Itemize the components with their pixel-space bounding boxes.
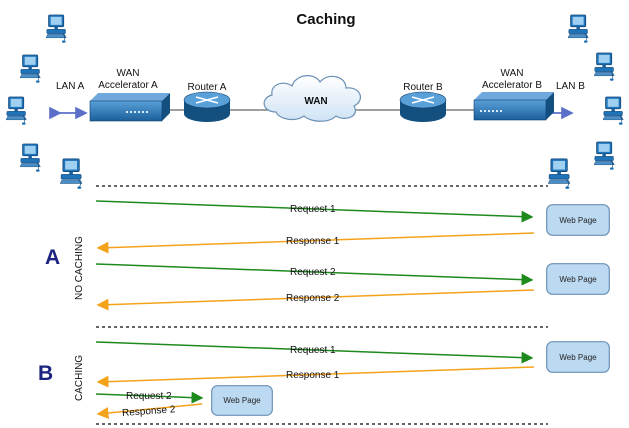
router-b-label: Router B — [403, 82, 443, 93]
lan-b-computers — [548, 14, 624, 189]
accel-b-label-line2: Accelerator B — [482, 80, 542, 91]
section-b-request-2-arrow — [95, 391, 204, 404]
section-a-letter: A — [45, 246, 60, 269]
section-b-response-2-arrow — [96, 403, 203, 419]
cloud-icon — [263, 75, 362, 122]
section-a-response-1-arrow — [96, 232, 535, 254]
accel-a-label-line1: WAN — [117, 68, 140, 79]
section-b-side-label: CACHING — [74, 355, 85, 401]
section-b-letter: B — [38, 362, 53, 385]
computer-icon — [6, 96, 27, 125]
section-b-response-2-label: Response 2 — [122, 404, 176, 419]
section-b-request-1-arrow — [95, 341, 534, 364]
section-b-response-1-label: Response 1 — [286, 370, 340, 381]
accel-b-label-line1: WAN — [501, 68, 524, 79]
diagram-title: Caching — [296, 11, 355, 28]
router-a-label: Router A — [188, 82, 227, 93]
section-a-response-2-label: Response 2 — [286, 293, 340, 304]
router-b-icon — [399, 91, 447, 122]
section-a-request-1-arrow — [95, 200, 534, 223]
lan-a-label: LAN A — [56, 81, 85, 92]
section-a-request-2-arrow — [95, 263, 534, 286]
section-a-response-2-arrow — [96, 289, 535, 311]
router-a-icon — [183, 91, 231, 122]
wan-accelerator-b — [473, 92, 554, 121]
accel-a-label-line2: Accelerator A — [98, 80, 158, 91]
section-b-web-page-1-label: Web Page — [559, 353, 597, 362]
wan-label: WAN — [304, 96, 327, 107]
section-a-side-label: NO CACHING — [74, 236, 85, 300]
computer-icon — [603, 96, 624, 125]
section-a-web-page-2-label: Web Page — [559, 275, 597, 284]
wan-accelerator-a — [89, 93, 170, 122]
lan-a-computers — [6, 14, 83, 189]
section-b-request-1-label: Request 1 — [290, 345, 336, 356]
computer-icon — [594, 52, 615, 81]
section-b-request-2-label: Request 2 — [126, 391, 172, 402]
section-b-response-1-arrow — [96, 366, 535, 388]
computer-icon — [20, 143, 41, 172]
computer-icon — [548, 158, 571, 189]
computer-icon — [568, 14, 589, 43]
section-a-response-1-label: Response 1 — [286, 236, 340, 247]
section-a-request-2-label: Request 2 — [290, 267, 336, 278]
section-a-request-1-label: Request 1 — [290, 204, 336, 215]
section-a-web-page-1-label: Web Page — [559, 216, 597, 225]
computer-icon — [46, 14, 67, 43]
section-b-cached-web-page-label: Web Page — [223, 396, 261, 405]
computer-icon — [60, 158, 83, 189]
computer-icon — [20, 54, 41, 83]
lan-b-label: LAN B — [556, 81, 585, 92]
computer-icon — [594, 141, 615, 170]
